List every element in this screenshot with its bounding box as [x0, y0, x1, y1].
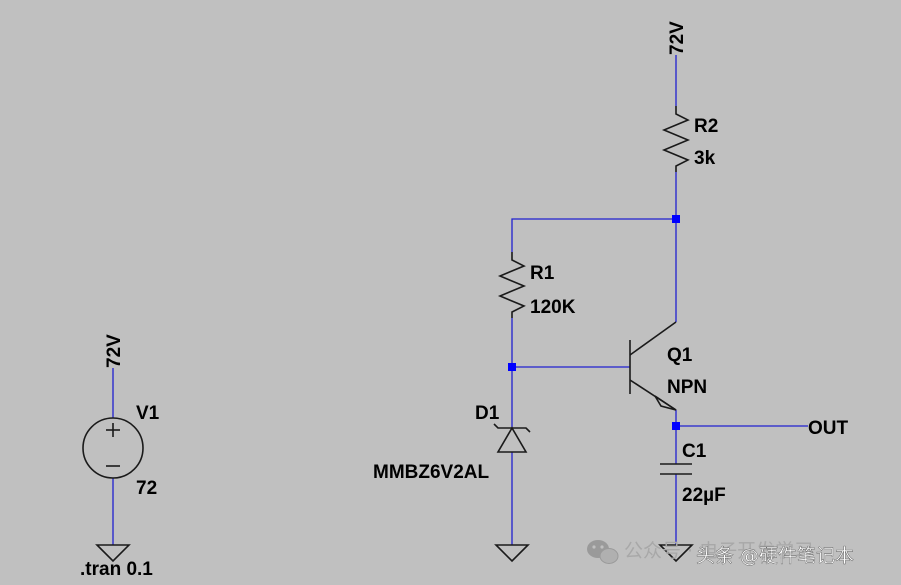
- d1-triangle-icon: [496, 426, 528, 453]
- wires: [112, 55, 808, 545]
- q1-type: NPN: [667, 377, 707, 398]
- c1-name: C1: [682, 441, 707, 462]
- transistor-q1[interactable]: [629, 321, 677, 411]
- watermark: 公众号 · 电子开发学习 头条 @硬件笔记本: [587, 540, 854, 567]
- v1-circle-icon: [82, 417, 144, 479]
- resistor-r1-icon: [497, 252, 527, 318]
- r1-value: 120K: [530, 297, 576, 318]
- c1-value: 22µF: [682, 485, 726, 506]
- wechat-icon: [587, 540, 619, 564]
- q1-emitter-arrow-icon: [654, 395, 677, 411]
- d1-model: MMBZ6V2AL: [373, 462, 490, 483]
- ground-icon-c1: [658, 544, 694, 563]
- resistor-r2-icon: [661, 106, 691, 172]
- watermark-faint-text: 公众号 · 电子开发学习: [624, 540, 813, 562]
- v1-name: V1: [136, 403, 160, 424]
- out-net-label[interactable]: OUT: [808, 418, 849, 439]
- d1-name: D1: [475, 403, 500, 424]
- r2-name: R2: [694, 116, 718, 137]
- supply-left-label[interactable]: 72V: [104, 334, 125, 368]
- resistor-r1[interactable]: [497, 252, 527, 318]
- ground-icon-d1: [494, 544, 530, 563]
- q1-name: Q1: [667, 345, 693, 366]
- resistor-r2[interactable]: [661, 106, 691, 172]
- ground-icon-v1: [95, 544, 131, 563]
- v1-value: 72: [136, 478, 157, 499]
- zener-diode-d1[interactable]: [493, 423, 531, 453]
- voltage-source-v1[interactable]: [82, 417, 144, 479]
- q1-collector-leg: [629, 321, 677, 356]
- spice-directive[interactable]: .tran 0.1: [80, 559, 153, 580]
- junction-out-node: [672, 422, 680, 430]
- junction-base-node: [508, 363, 516, 371]
- watermark-author: 头条 @硬件笔记本: [696, 545, 854, 567]
- d1-bar-icon: [493, 423, 531, 433]
- wire-node-to-r1[interactable]: [511, 218, 676, 252]
- r2-value: 3k: [694, 148, 716, 169]
- r1-name: R1: [530, 263, 555, 284]
- capacitor-c1[interactable]: [660, 463, 692, 475]
- junction-r2-node: [672, 215, 680, 223]
- supply-top-label[interactable]: 72V: [667, 21, 688, 55]
